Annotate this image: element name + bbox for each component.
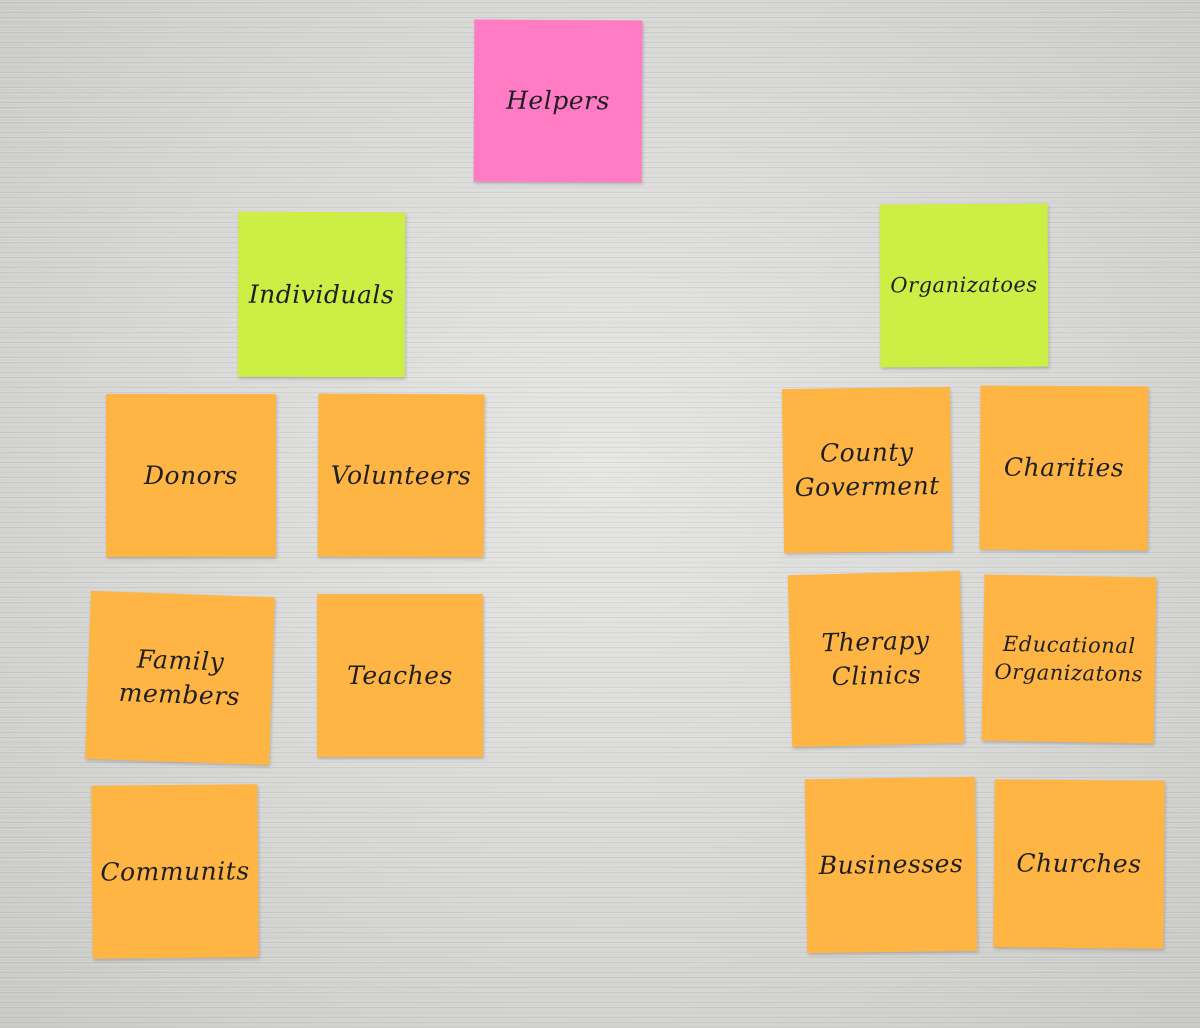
note-label: Helpers [506, 85, 610, 116]
note-communits: Communits [91, 784, 259, 959]
note-label: Educational Organizatons [994, 631, 1144, 687]
note-helpers: Helpers [473, 19, 643, 183]
note-county-government: County Goverment [781, 386, 953, 554]
note-therapy-clinics: Therapy Clinics [787, 570, 965, 748]
note-educational-organizations: Educational Organizatons [981, 574, 1157, 744]
note-label: Organizatoes [890, 272, 1038, 298]
note-organizations: Organizatoes [879, 203, 1049, 368]
note-family-members: Family members [85, 590, 275, 766]
note-businesses: Businesses [804, 776, 978, 954]
note-label: Charities [1003, 452, 1125, 483]
note-label: Therapy Clinics [821, 625, 930, 692]
note-churches: Churches [993, 779, 1165, 949]
note-individuals: Individuals [237, 211, 406, 378]
note-label: Businesses [818, 849, 964, 881]
note-donors: Donors [106, 394, 276, 557]
note-label: Family members [118, 644, 241, 712]
note-teaches: Teaches [317, 594, 483, 757]
note-label: Communits [100, 855, 250, 887]
note-label: Individuals [248, 279, 395, 309]
note-label: Churches [1016, 848, 1142, 879]
note-volunteers: Volunteers [317, 393, 485, 558]
note-charities: Charities [979, 385, 1149, 551]
note-label: County Goverment [794, 437, 940, 503]
note-label: Donors [143, 460, 239, 490]
note-label: Volunteers [330, 460, 472, 490]
note-label: Teaches [347, 660, 453, 690]
